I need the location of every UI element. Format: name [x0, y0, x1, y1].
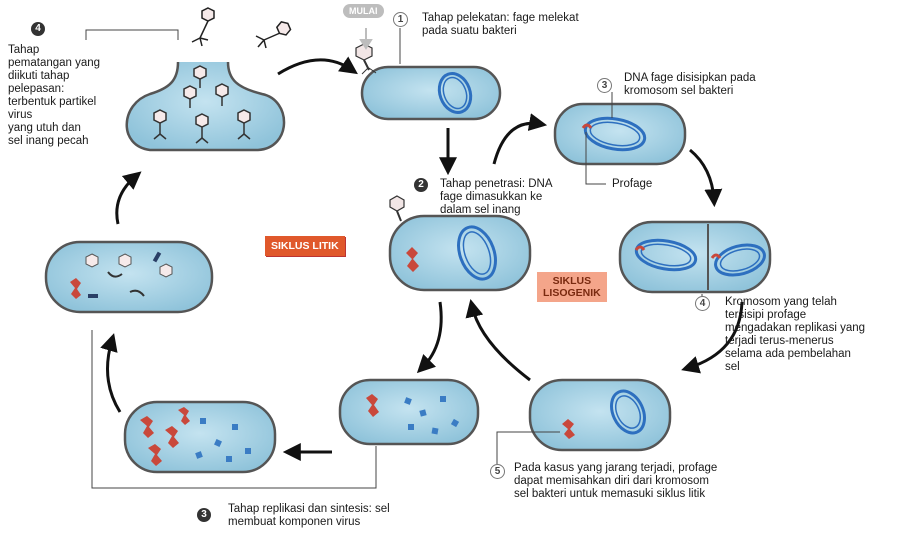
- step-number: 3: [197, 508, 211, 522]
- phage-released-icon: [191, 7, 292, 49]
- step-chromosome-replication-text: Kromosom yang telah tersisipi profage me…: [725, 296, 866, 373]
- step-number: 4: [695, 296, 710, 311]
- step-attachment-text: Tahap pelekatan: fage melekat pada suatu…: [422, 12, 579, 37]
- cell-replication: [338, 378, 480, 446]
- step-replication-text: Tahap replikasi dan sintesis: sel membua…: [228, 503, 390, 528]
- step-penetration-text: Tahap penetrasi: DNA fage dimasukkan ke …: [440, 178, 553, 216]
- cell-prophage-insertion: [553, 102, 687, 166]
- cell-assembly: [44, 240, 214, 314]
- cell-penetration: [388, 214, 532, 292]
- step-number: 3: [597, 78, 612, 93]
- step-number: 2: [414, 178, 428, 192]
- phage-attached-icon: [355, 43, 377, 75]
- step-maturation-text: Tahap pematangan yang diikuti tahap pele…: [8, 44, 101, 147]
- step-insertion-text: DNA fage disisipkan pada kromosom sel ba…: [624, 72, 756, 97]
- start-arrow-icon: [359, 28, 373, 50]
- lysogenic-cycle-label: SIKLUS LISOGENIK: [537, 272, 607, 302]
- prophage-label: Profage: [612, 178, 653, 190]
- cell-dividing: [618, 220, 772, 294]
- step-number: 1: [393, 12, 408, 27]
- cell-prophage-excision: [528, 378, 672, 452]
- step-number: 5: [490, 464, 505, 479]
- cycle-arrows: [100, 56, 744, 461]
- phage-injecting-icon: [389, 195, 405, 222]
- step-number: 4: [31, 22, 45, 36]
- cell-lysis: [125, 61, 286, 152]
- cell-attachment: [360, 65, 502, 121]
- pointer-lines: [85, 28, 703, 489]
- lytic-cycle-label: SIKLUS LITIK: [265, 236, 345, 256]
- cell-synthesis: [123, 400, 277, 474]
- start-badge: MULAI: [343, 4, 384, 18]
- step-excision-text: Pada kasus yang jarang terjadi, profage …: [514, 462, 718, 500]
